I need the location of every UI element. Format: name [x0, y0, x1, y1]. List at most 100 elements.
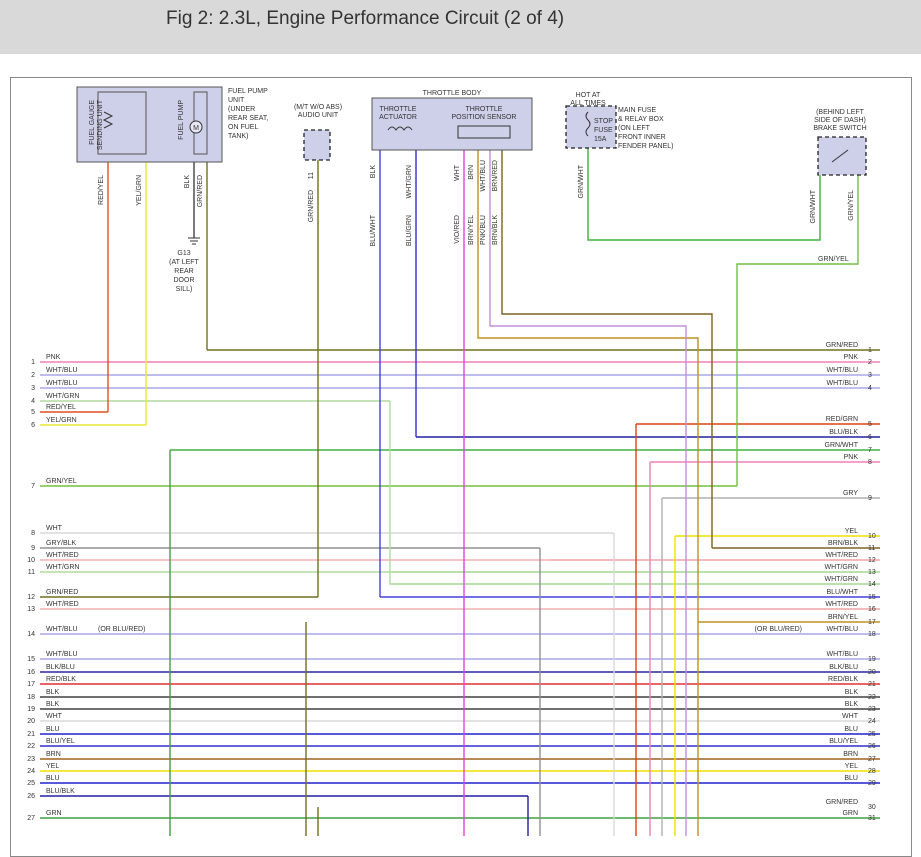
right-pin-number: 17 [868, 619, 876, 626]
right-wire-label: BRN/BLK [828, 540, 858, 547]
left-wire-label: WHT/RED [46, 552, 79, 559]
right-wire-label: BLK [845, 701, 859, 708]
throttle-position-sensor-label: THROTTLE [466, 106, 503, 113]
wire-label-vertical: PNK/BLU [480, 215, 487, 245]
fuel-gauge-label: SENDING UNIT [97, 99, 104, 150]
title-bar: Fig 2: 2.3L, Engine Performance Circuit … [0, 0, 921, 54]
tps-wire [501, 150, 713, 548]
right-pin-number: 24 [868, 718, 876, 725]
stop-fuse-label: 15A [594, 136, 607, 143]
main-fuse-label: MAIN FUSE [618, 107, 656, 114]
right-wire-label: WHT/RED [825, 552, 858, 559]
right-wire-label: BLU [844, 775, 858, 782]
right-pin-number: 28 [868, 768, 876, 775]
right-wire-label: PNK [844, 454, 859, 461]
left-pin-number: 6 [31, 422, 35, 429]
wire-label-vertical: WHT/BLU [480, 160, 487, 192]
motor-symbol [189, 120, 203, 134]
left-wire-label: WHT/GRN [46, 393, 79, 400]
right-wire-label: PNK [844, 354, 859, 361]
left-wire-label: WHT/BLU [46, 367, 78, 374]
right-pin-number: 27 [868, 756, 876, 763]
wire-label-vertical: RED/YEL [98, 175, 105, 205]
left-wire-label: RED/YEL [46, 404, 76, 411]
right-wire-label: RED/BLK [828, 676, 858, 683]
left-note: (OR BLU/RED) [98, 626, 145, 633]
left-pin-number: 8 [31, 530, 35, 537]
motor-label: M [193, 125, 199, 132]
throttle-body-label: THROTTLE BODY [423, 90, 482, 97]
brake-switch-label: SIDE OF DASH) [814, 117, 866, 124]
left-pin-number: 18 [27, 694, 35, 701]
right-pin-number: 31 [868, 815, 876, 822]
left-pin-number: 20 [27, 718, 35, 725]
main-fuse-label: FENDER PANEL) [618, 143, 674, 150]
wire-label-vertical: GRN/WHT [810, 189, 817, 223]
left-wire-label: WHT/RED [46, 601, 79, 608]
left-pin-number: 15 [27, 656, 35, 663]
left-pin-number: 16 [27, 669, 35, 676]
right-wire-label: GRN/RED [826, 342, 858, 349]
right-pin-number: 16 [868, 606, 876, 613]
right-pin-number: 5 [868, 421, 872, 428]
left-pin-number: 10 [27, 557, 35, 564]
left-wire-label: GRN/RED [46, 589, 78, 596]
left-wire-label: YEL/GRN [46, 417, 77, 424]
right-pin-number: 25 [868, 731, 876, 738]
wire-label-vertical: VIO/RED [454, 215, 461, 244]
left-wire-label: RED/BLK [46, 676, 76, 683]
stop-fuse-label: FUSE [594, 127, 613, 134]
wire-label-vertical: WHT/GRN [406, 165, 413, 198]
left-wire-label: BRN [46, 751, 61, 758]
right-pin-number: 4 [868, 385, 872, 392]
right-wire-label: WHT/BLU [827, 651, 859, 658]
right-pin-number: 13 [868, 569, 876, 576]
wire-label-vertical: BRN/RED [492, 160, 499, 192]
brake-switch-label: (BEHIND LEFT [816, 109, 865, 116]
right-wire-label: BRN/YEL [828, 614, 858, 621]
throttle-position-sensor-label: POSITION SENSOR [452, 114, 517, 121]
left-pin-number: 2 [31, 372, 35, 379]
right-wire-label: BRN [843, 751, 858, 758]
right-pin-number: 9 [868, 495, 872, 502]
right-pin-number: 12 [868, 557, 876, 564]
right-pin-number: 6 [868, 434, 872, 441]
switch-contact-icon [831, 149, 849, 163]
right-pin-number: 21 [868, 681, 876, 688]
left-wire-label: BLK [46, 689, 60, 696]
right-pin-number: 1 [868, 347, 872, 354]
left-pin-number: 12 [27, 594, 35, 601]
fuel-pump-unit-label: FUEL PUMP [228, 88, 268, 95]
variable-resistor-icon [102, 111, 114, 129]
left-wire-label: BLU/YEL [46, 738, 75, 745]
left-wire-label: WHT/BLU [46, 626, 78, 633]
wire-label-vertical: GRN/RED [308, 190, 315, 222]
wire-label-vertical: BLU/WHT [370, 214, 377, 246]
left-wire-label: BLU [46, 726, 60, 733]
main-fuse-label: & RELAY BOX [618, 116, 664, 123]
wire-label-vertical: BLK [370, 165, 377, 179]
main-fuse-label: FRONT INNER [618, 134, 666, 141]
left-pin-number: 7 [31, 483, 35, 490]
fuel-gauge-sending-unit [97, 91, 147, 155]
right-pin-number: 7 [868, 447, 872, 454]
brake-switch-label: BRAKE SWITCH [813, 125, 866, 132]
right-wire-label: WHT/BLU [827, 367, 859, 374]
right-wire-label: BLK/BLU [829, 664, 858, 671]
wire-label-vertical: BLK [184, 175, 191, 189]
figure-title: Fig 2: 2.3L, Engine Performance Circuit … [166, 8, 565, 29]
left-wire-label: GRN/YEL [46, 478, 77, 485]
left-wire-label: GRY/BLK [46, 540, 77, 547]
wire-label-vertical: GRN/WHT [578, 164, 585, 198]
left-pin-number: 19 [27, 706, 35, 713]
right-wire-label: GRN/RED [826, 799, 858, 806]
wire-label-vertical: WHT [454, 164, 461, 181]
hot-at-all-times-label: ALL TIMES [570, 100, 606, 107]
ground-label: G13 [177, 250, 190, 257]
right-wire-label: WHT/RED [825, 601, 858, 608]
left-pin-number: 4 [31, 398, 35, 405]
right-wire-label: BLU/WHT [827, 589, 859, 596]
right-wire-label: YEL [845, 763, 858, 770]
throttle-actuator-label: ACTUATOR [379, 114, 417, 121]
right-pin-number: 8 [868, 459, 872, 466]
